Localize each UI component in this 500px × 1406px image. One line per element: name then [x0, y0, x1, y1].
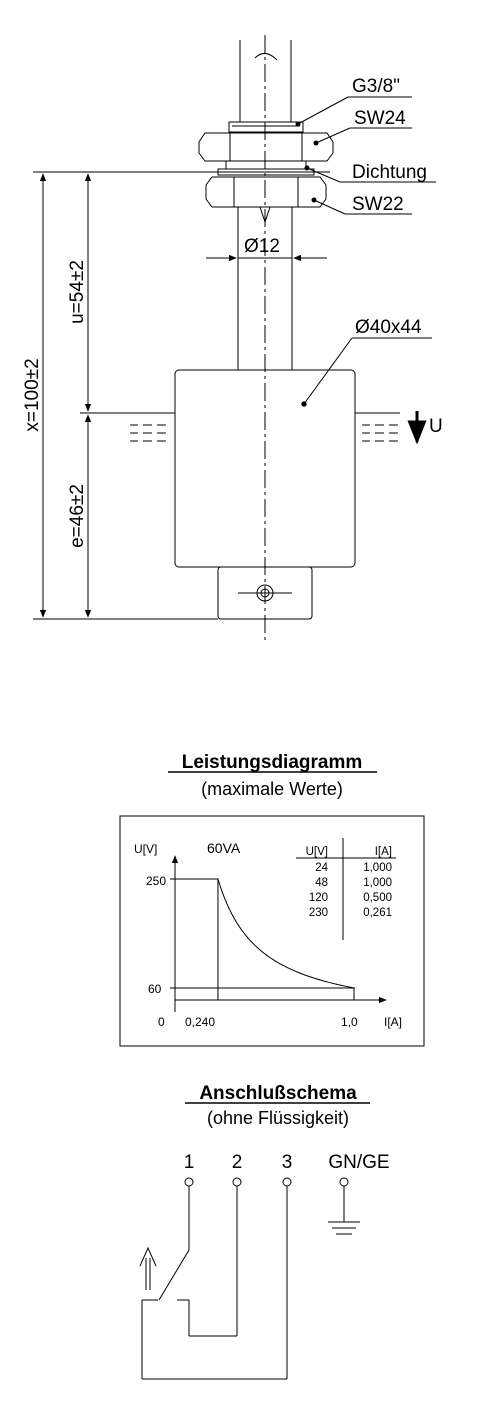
terminal-label-1: 1	[184, 1152, 195, 1173]
x-tick-label: 1,0	[341, 1015, 358, 1029]
x-tick-label: 0	[158, 1015, 165, 1029]
table-cell: 1,000	[363, 862, 392, 874]
terminal-label-3: 3	[282, 1152, 293, 1173]
label-dimension-lower: e=46±2	[67, 484, 88, 548]
label-dimension-total: x=100±2	[22, 358, 43, 431]
level-switch-drawing	[33, 35, 436, 640]
terminal-1	[184, 1177, 194, 1187]
seal	[225, 160, 307, 170]
table-cell: 0,500	[363, 892, 392, 904]
wiring-diagram	[139, 1177, 360, 1380]
series-point	[299, 972, 301, 974]
performance-chart: U[V] I[A] 60VA 250 60 0 0,240 1,0 U[V] I[A] 24…	[134, 838, 402, 1029]
x-axis-label: I[A]	[384, 1015, 402, 1029]
series-point	[246, 935, 248, 937]
label-nut-small: SW22	[352, 194, 404, 215]
table-cell: 1,000	[363, 877, 392, 889]
label-float-size: Ø40x44	[355, 317, 422, 338]
series-point	[263, 952, 266, 955]
y-tick-label: 250	[146, 874, 166, 888]
performance-subtitle: (maximale Werte)	[201, 779, 343, 799]
terminal-3	[282, 1177, 292, 1187]
table-header: U[V]	[306, 846, 328, 858]
series-point	[281, 964, 283, 966]
table-header: I[A]	[375, 846, 392, 858]
y-tick-label: 60	[148, 982, 162, 996]
label-seal: Dichtung	[352, 162, 427, 183]
switch-contact	[158, 1249, 190, 1301]
y-axis-label: U[V]	[134, 842, 157, 856]
table-cell: 0,261	[363, 907, 392, 919]
terminal-2	[232, 1177, 242, 1187]
table-cell: 120	[309, 892, 328, 904]
table-cell: 230	[309, 907, 328, 919]
label-nut-large: SW24	[354, 108, 406, 129]
stop-ring	[217, 566, 313, 620]
wiring-title: Anschlußschema	[199, 1083, 357, 1104]
x-tick-label: 0,240	[185, 1015, 215, 1029]
series-point	[228, 907, 230, 909]
table-cell: 48	[315, 877, 328, 889]
terminal-label-ground: GN/GE	[328, 1152, 389, 1173]
performance-title: Leistungsdiagramm	[182, 752, 363, 773]
table-cell: 24	[315, 862, 328, 874]
terminal-label-2: 2	[232, 1152, 243, 1173]
label-level-direction: U	[429, 416, 443, 437]
label-thread: G3/8"	[352, 76, 400, 97]
nut-sw24	[198, 132, 334, 162]
chart-frame	[119, 815, 425, 1047]
label-dimension-upper: u=54±2	[67, 260, 88, 324]
chart-annotation: 60VA	[207, 840, 241, 856]
wiring-subtitle: (ohne Flüssigkeit)	[207, 1108, 349, 1128]
series-point	[317, 978, 319, 980]
wiring-terminal-labels: 1 2 3 GN/GE	[184, 1152, 390, 1173]
series-line	[175, 878, 355, 989]
drawing-labels: G3/8" SW24 Dichtung SW22 Ø12 Ø40x44 U x=…	[22, 76, 443, 548]
label-stem-diameter: Ø12	[244, 236, 280, 257]
terminal-ground	[339, 1177, 349, 1187]
series-point	[335, 983, 337, 985]
thread-section	[228, 121, 304, 133]
nut-sw22	[205, 176, 327, 208]
